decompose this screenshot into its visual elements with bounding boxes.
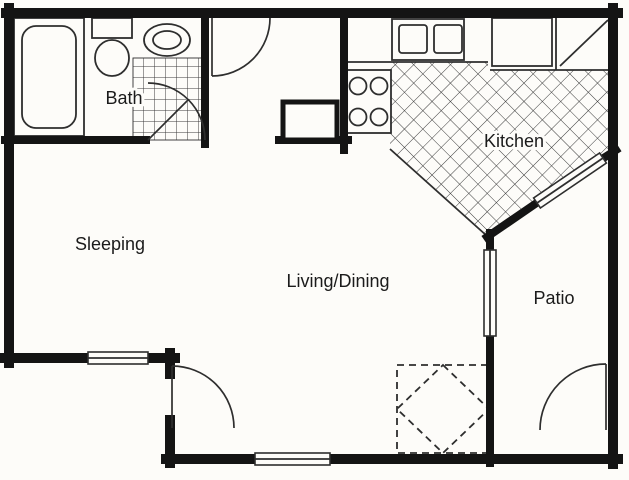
interior-walls bbox=[1, 9, 622, 467]
stove-burner-icon bbox=[348, 107, 368, 127]
stove-burner-icon bbox=[348, 76, 368, 96]
patio-door-swing bbox=[539, 363, 607, 431]
stove-burner-icon bbox=[369, 107, 389, 127]
refrigerator bbox=[491, 17, 553, 67]
dashed-entry-feature bbox=[395, 363, 491, 455]
dashed-diamond bbox=[395, 363, 491, 455]
windows bbox=[87, 151, 608, 466]
kitchen-sink-bowl-right bbox=[433, 24, 463, 54]
wall-patio-stub bbox=[596, 144, 622, 165]
bath-door-leaf bbox=[147, 99, 189, 141]
entry-door-swing bbox=[171, 365, 235, 429]
kitchen-tile-floor bbox=[390, 62, 610, 236]
room-label-sleeping: Sleeping bbox=[75, 234, 145, 254]
bath-sink-icon bbox=[143, 23, 191, 57]
dashed-square bbox=[396, 364, 490, 454]
bathroom-fixtures bbox=[13, 17, 191, 137]
stove-burner-icon bbox=[369, 76, 389, 96]
bath-tile-floor bbox=[132, 57, 206, 141]
room-label-kitchen: Kitchen bbox=[484, 131, 544, 151]
outer-walls bbox=[0, 3, 623, 469]
bathtub-basin bbox=[21, 25, 77, 129]
bath-sink-basin bbox=[152, 30, 182, 50]
kitchen-patio-window-line bbox=[536, 157, 604, 204]
hall-closet-door-swing bbox=[211, 17, 271, 77]
kitchen-floor-edge bbox=[389, 148, 488, 237]
kitchen-sink-bowl-left bbox=[398, 24, 428, 54]
wall-kitchen-patio-diagonal bbox=[481, 196, 544, 243]
bath-door-swing bbox=[147, 82, 206, 141]
toilet-tank bbox=[91, 17, 133, 39]
kitchen-fixtures bbox=[343, 17, 610, 134]
toilet-icon bbox=[94, 39, 130, 77]
room-label-living-dining: Living/Dining bbox=[286, 271, 389, 291]
corner-cabinet-diagonal bbox=[559, 19, 609, 67]
utility-closet bbox=[280, 99, 340, 143]
room-label-patio: Patio bbox=[533, 288, 574, 308]
room-label-bath: Bath bbox=[105, 88, 142, 108]
bathtub bbox=[13, 17, 85, 137]
doors bbox=[147, 17, 607, 431]
